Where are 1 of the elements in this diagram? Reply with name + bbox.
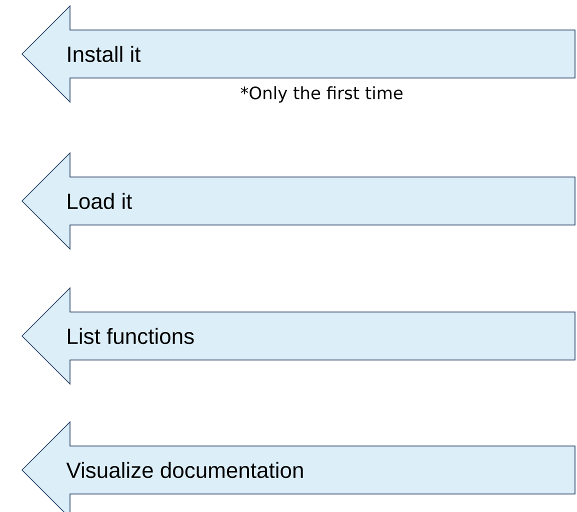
note-text: *Only the first time xyxy=(240,86,402,103)
